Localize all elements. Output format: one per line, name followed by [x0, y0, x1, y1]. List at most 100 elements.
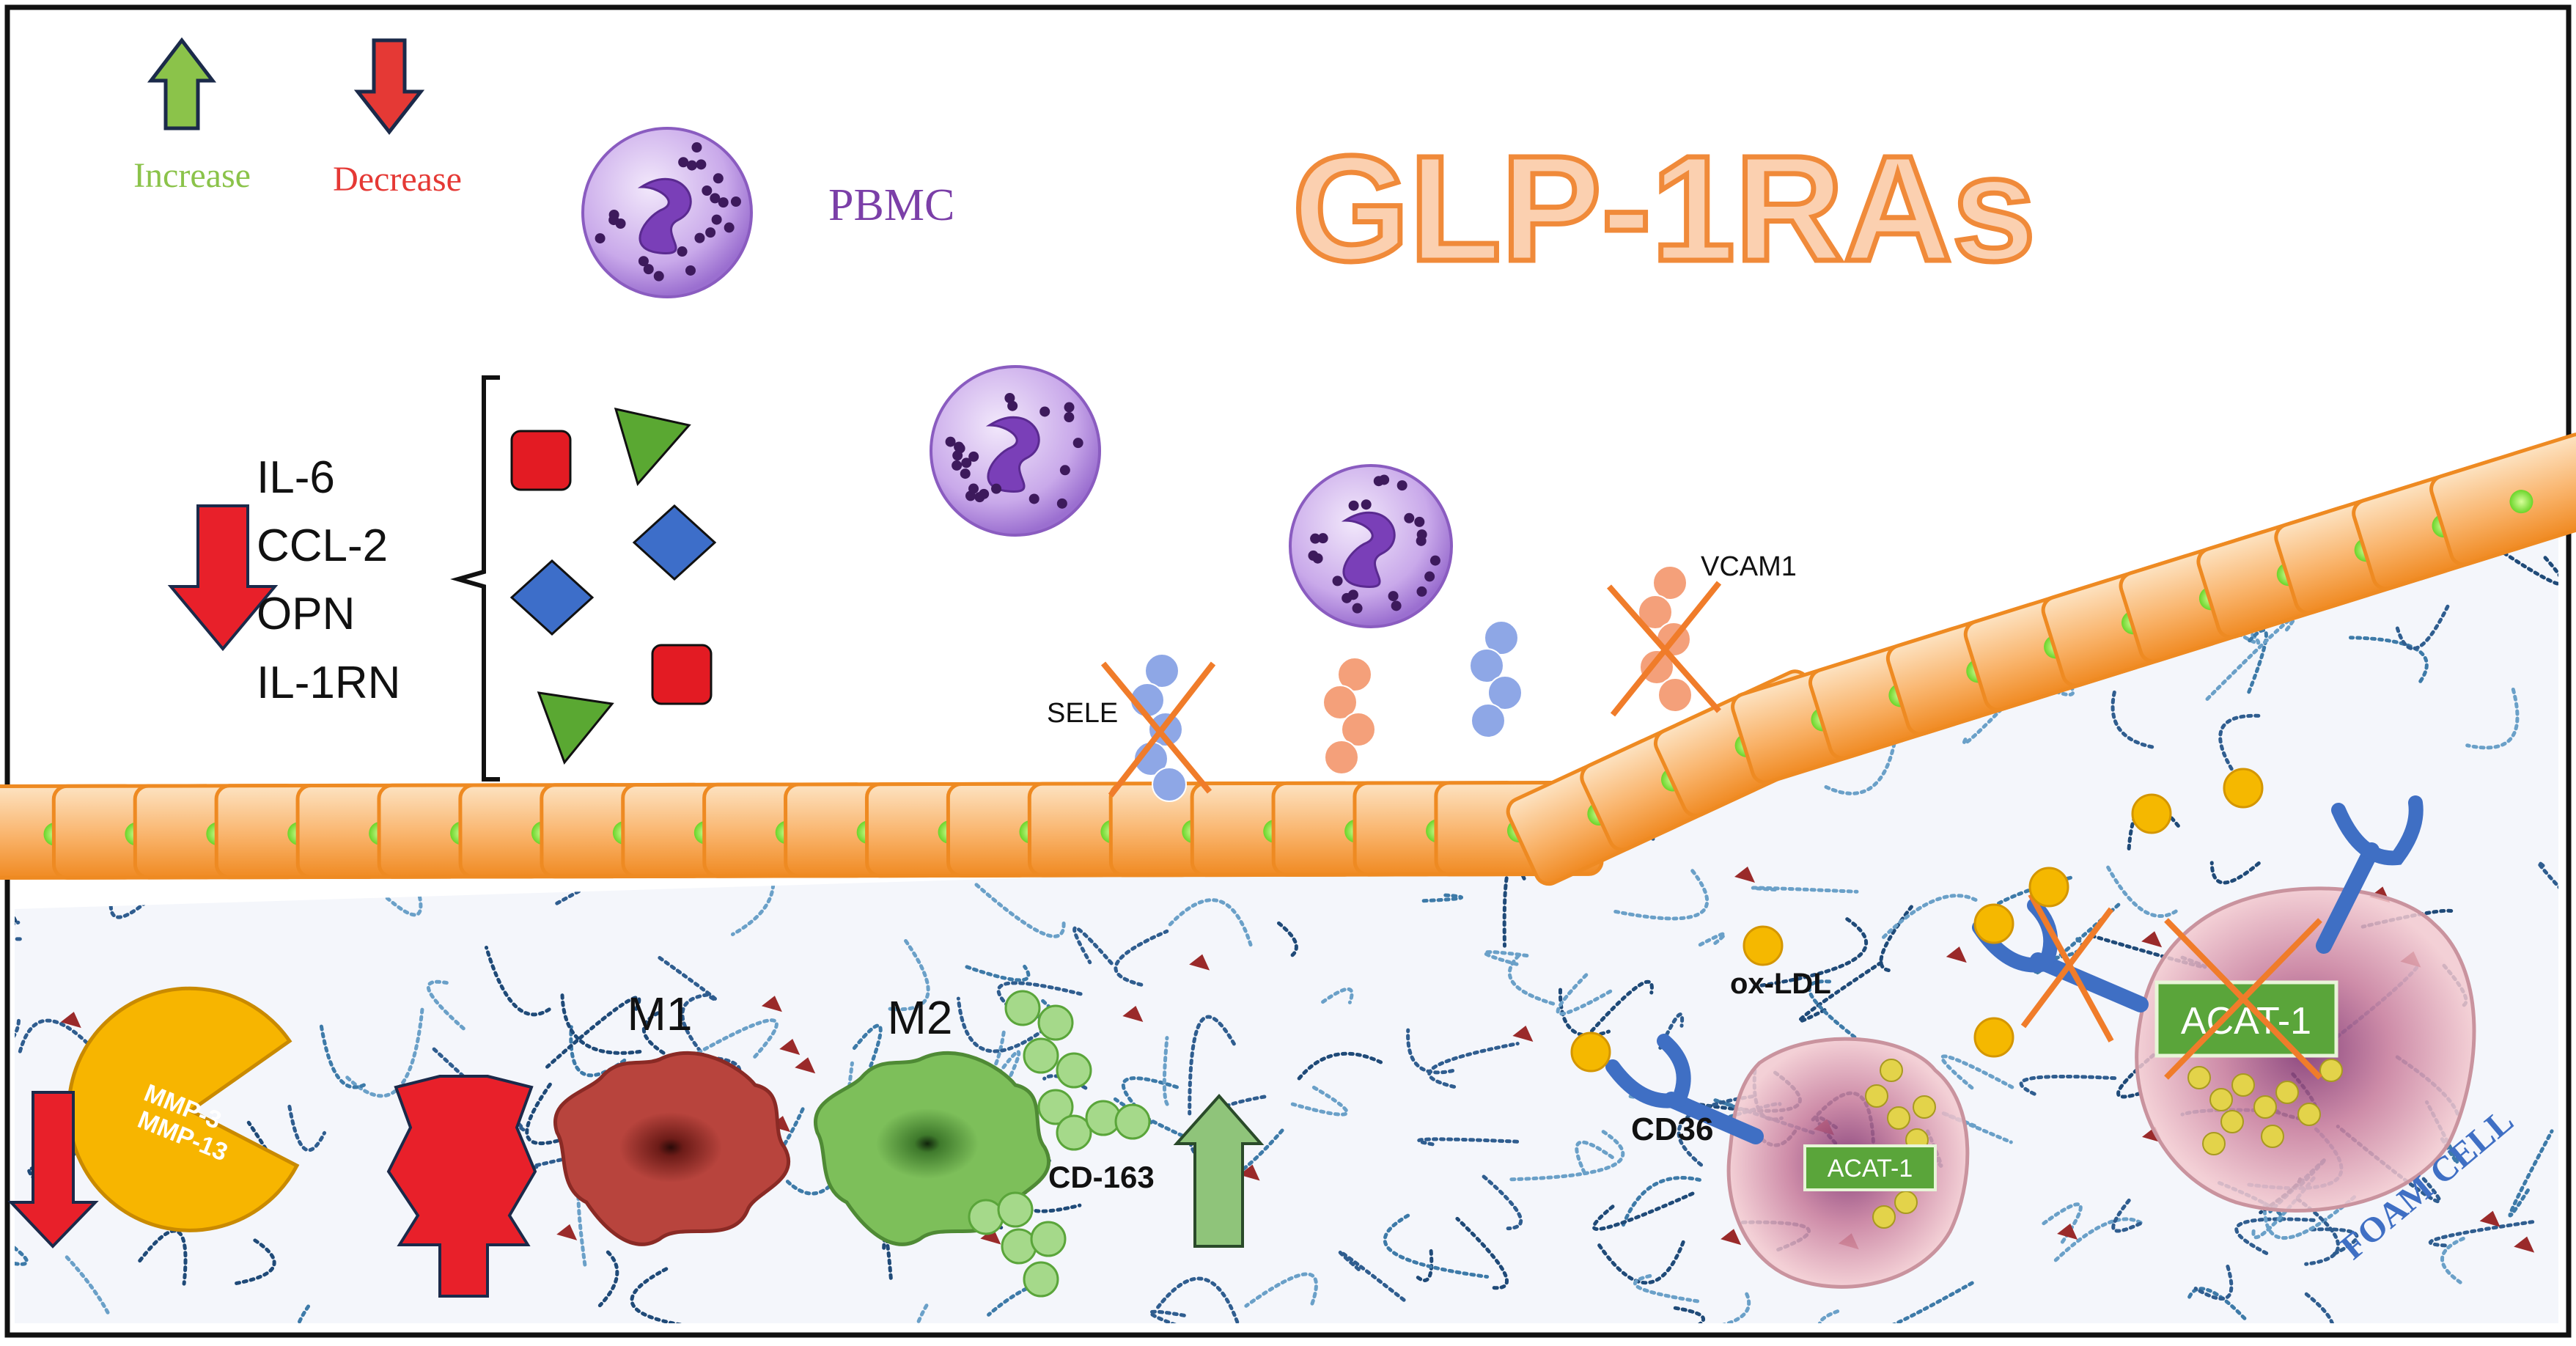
cytokine-triangle-icon	[614, 407, 691, 487]
title: GLP-1RAs	[1292, 125, 2036, 293]
granule	[1059, 465, 1070, 476]
ecm-fiber	[1154, 1276, 1240, 1323]
ecm-fiber	[1276, 921, 1298, 958]
cd163-receptors	[968, 990, 1151, 1298]
ecm-fiber	[1338, 1250, 1408, 1303]
ecm-fiber	[1556, 973, 1614, 1016]
pbmc-cell	[930, 365, 1101, 537]
ecm-proteoglycan	[779, 1038, 801, 1055]
granule	[1028, 493, 1039, 504]
cytokine-square-icon	[651, 644, 713, 705]
ecm-fiber	[1752, 917, 1869, 989]
ecm-fiber	[1321, 987, 1354, 1004]
ox-ldl-particle	[2223, 768, 2264, 809]
ecm-fiber	[1482, 1174, 1523, 1231]
ecm-fiber	[597, 1250, 619, 1308]
ecm-fiber	[1807, 979, 1860, 1042]
granule	[705, 227, 716, 238]
granule	[961, 457, 972, 468]
mmp-enzyme: MMP-3 MMP-13	[7, 986, 300, 1248]
sele-molecule	[1469, 620, 1523, 738]
ecm-fiber	[1621, 1176, 1705, 1227]
ecm-proteoglycan	[2057, 1224, 2078, 1240]
ecm-fiber	[2218, 713, 2261, 776]
granule	[1072, 438, 1083, 449]
granule	[1424, 571, 1435, 582]
ecm-fiber	[2204, 615, 2297, 702]
cytokine-il1rn: IL-1RN	[257, 658, 400, 708]
ecm-fiber	[2209, 861, 2261, 885]
granule	[1414, 516, 1425, 527]
decrease-arrow-icon	[167, 504, 279, 652]
decrease-arrow-icon	[7, 1091, 99, 1248]
granule	[696, 159, 707, 170]
ecm-proteoglycan	[1734, 867, 1756, 883]
ecm-fiber	[1654, 1292, 1751, 1323]
granule	[718, 197, 729, 208]
granule	[1064, 402, 1075, 413]
ecm-proteoglycan	[795, 1057, 816, 1074]
m2-label: M2	[888, 991, 953, 1044]
granule	[1396, 480, 1407, 491]
lipid-droplet	[2220, 1110, 2244, 1133]
ecm-fiber	[1149, 1309, 1204, 1323]
lipid-droplet	[1872, 1205, 1896, 1229]
granule	[595, 233, 606, 244]
granule	[1391, 600, 1402, 611]
cd163-bead	[1001, 1228, 1037, 1265]
ecm-fiber	[1162, 1036, 1169, 1106]
ecm-fiber	[965, 964, 1031, 982]
ox-ldl-particle	[1973, 1017, 2014, 1058]
cd163-bead	[1030, 1221, 1067, 1257]
granule	[691, 142, 702, 153]
lipid-droplet	[1880, 1059, 1903, 1082]
granule	[1007, 400, 1018, 411]
granule	[952, 460, 963, 471]
ecm-proteoglycan	[1721, 1229, 1742, 1246]
granule	[1056, 498, 1067, 509]
ecm-fiber	[852, 1023, 883, 1073]
ecm-fiber	[1633, 1273, 1701, 1303]
granule	[968, 483, 979, 494]
ecm-fiber	[484, 945, 551, 1017]
acat1-large-label: ACAT-1	[2181, 1000, 2311, 1042]
ecm-proteoglycan	[1946, 946, 1967, 963]
ecm-fiber	[2249, 1292, 2335, 1323]
ecm-fiber	[1416, 1137, 1520, 1147]
cross-icon	[2020, 907, 2114, 1029]
lipid-droplet	[1865, 1084, 1888, 1108]
cd36-receptor-blocked	[1972, 893, 2149, 1042]
ecm-fiber	[1244, 1272, 1318, 1308]
granule	[1064, 412, 1075, 423]
pbmc-nucleus	[1341, 511, 1396, 588]
ecm-fiber	[345, 1007, 424, 1098]
granule	[1039, 406, 1050, 417]
ecm-fiber	[1121, 1076, 1182, 1125]
ecm-fiber	[1427, 1042, 1520, 1089]
cd163-bead	[997, 1191, 1034, 1228]
ecm-fiber	[1072, 926, 1114, 966]
granule	[638, 256, 649, 267]
ecm-fiber	[630, 1267, 685, 1323]
acat1-small-label: ACAT-1	[1828, 1155, 1913, 1183]
ecm-fiber	[1877, 1279, 1976, 1323]
ecm-proteoglycan	[1122, 1005, 1144, 1022]
ox-ldl-particle	[1743, 925, 1784, 966]
ecm-fiber	[2246, 628, 2268, 695]
pbmc-label: PBMC	[828, 180, 954, 230]
adhesion-molecules	[1100, 565, 1722, 802]
granule	[678, 157, 689, 168]
ecm-fiber	[2111, 689, 2154, 749]
cytokine-ccl2: CCL-2	[257, 521, 388, 571]
increase-arrow-icon	[1173, 1093, 1265, 1248]
granule	[643, 264, 654, 275]
ox-ldl-particle	[1570, 1031, 1611, 1073]
ecm-proteoglycan	[60, 1012, 81, 1029]
ecm-fiber	[545, 996, 641, 1069]
lipid-droplet	[2253, 1095, 2277, 1119]
granule	[1379, 474, 1390, 485]
ecm-fiber	[1589, 979, 1654, 1033]
m1-nucleus	[619, 1112, 722, 1183]
granule	[960, 468, 971, 479]
